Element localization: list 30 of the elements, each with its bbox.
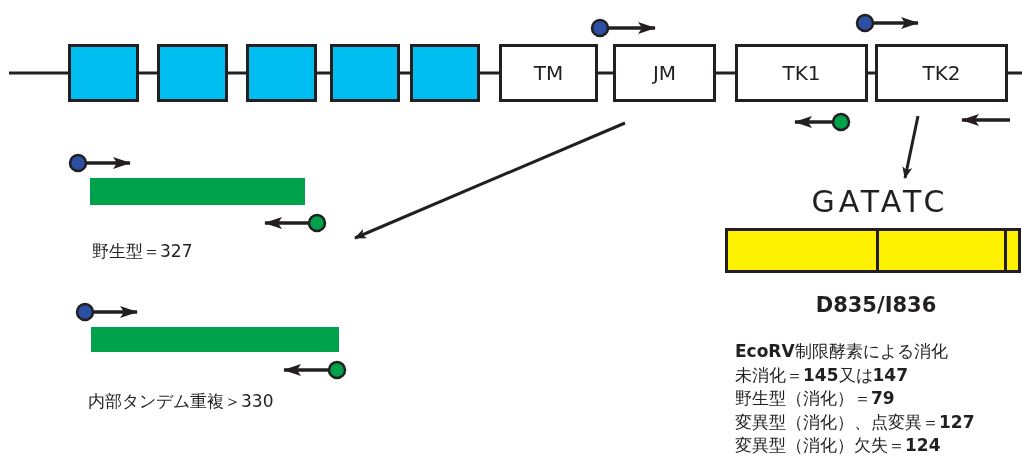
note-text: 変異型（消化）、点変異＝127 — [735, 410, 975, 434]
connector-line — [400, 71, 410, 75]
product-size-label: 内部タンデム重複＞330 — [88, 390, 274, 413]
connector-line — [716, 71, 735, 75]
arrow — [354, 121, 626, 240]
connector-line — [228, 71, 246, 75]
domain-box — [157, 44, 228, 102]
note-text: EcoRV制限酵素による消化 — [735, 340, 948, 363]
connector-line — [9, 71, 68, 75]
domain-box — [410, 44, 480, 102]
product-size-label: 野生型＝327 — [92, 240, 193, 263]
connector-line — [317, 71, 330, 75]
connector-line — [139, 71, 157, 75]
sequence-label: GATATC — [800, 182, 960, 220]
domain-box — [246, 44, 317, 102]
domain-box: TM — [499, 44, 598, 102]
domain-box: JM — [613, 44, 716, 102]
note-text: 変異型（消化）欠失＝124 — [735, 434, 941, 457]
mutation-label: D835/I836 — [814, 293, 938, 317]
domain-box: TK1 — [735, 44, 868, 102]
domain-box — [330, 44, 400, 102]
connector-line — [598, 71, 613, 75]
note-text: 野生型（消化）＝79 — [735, 387, 895, 410]
note-text: 未消化＝145又は147 — [735, 363, 908, 387]
connector-line — [1008, 71, 1022, 75]
arrow — [902, 115, 920, 179]
domain-box: TK2 — [875, 44, 1008, 102]
connector-line — [868, 71, 875, 75]
domain-box — [68, 44, 139, 102]
connector-line — [480, 71, 499, 75]
